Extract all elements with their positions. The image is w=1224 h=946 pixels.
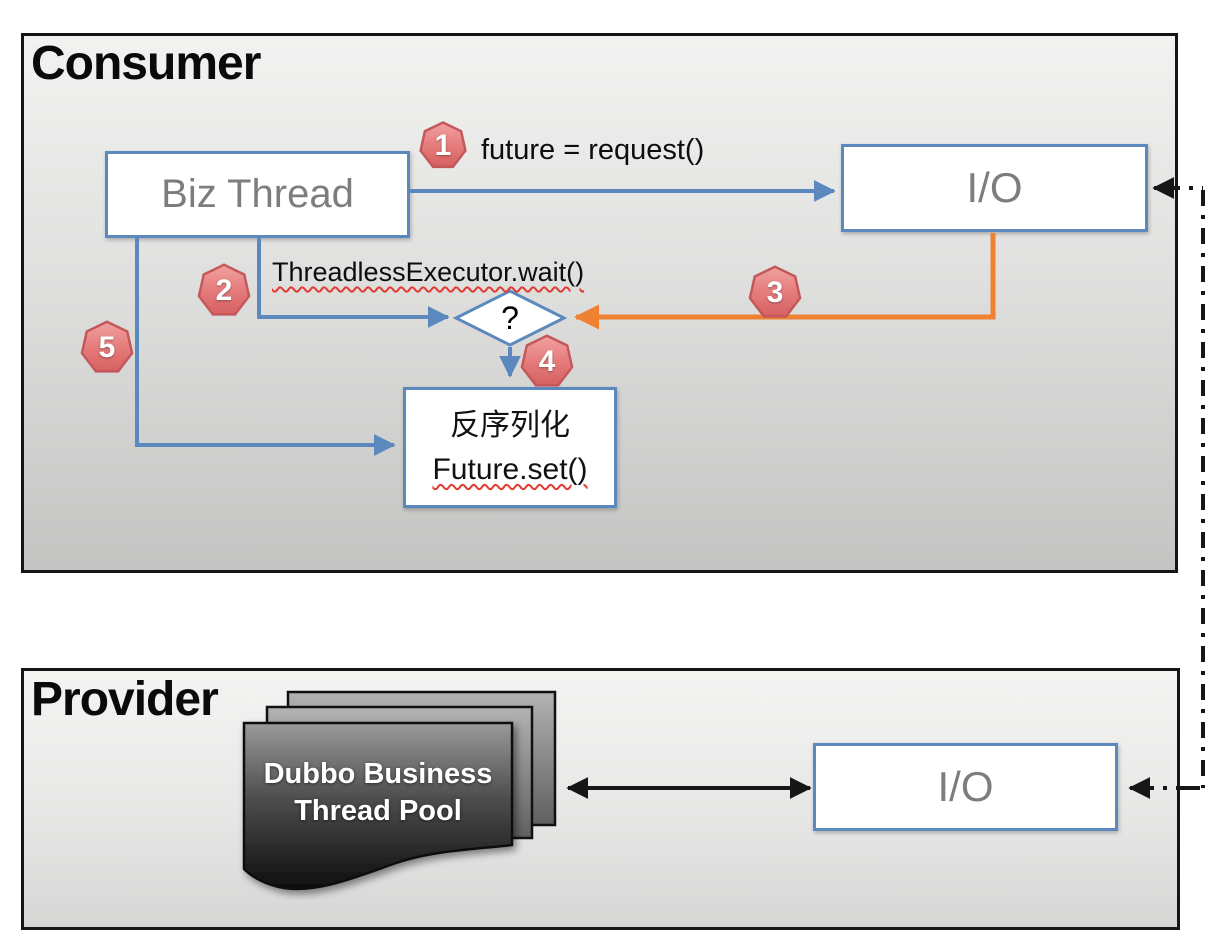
provider-title: Provider	[31, 673, 219, 726]
step-badge-3-number: 3	[766, 276, 784, 309]
consumer-io-box: I/O	[841, 144, 1148, 232]
decision-question-mark: ?	[501, 299, 519, 336]
consumer-io-label: I/O	[966, 164, 1023, 211]
thread-pool-label: Dubbo Business Thread Pool	[244, 756, 512, 830]
biz-thread-box: Biz Thread	[105, 151, 410, 238]
step-badge-1-number: 1	[434, 129, 452, 162]
step-badge-1-face: 1	[421, 123, 465, 166]
thread-pool-label-line1: Dubbo Business	[263, 758, 493, 790]
step-badge-2: 2	[197, 263, 251, 316]
biz-thread-label: Biz Thread	[161, 172, 354, 216]
provider-io-box: I/O	[813, 743, 1118, 831]
deserialize-line1: 反序列化	[450, 408, 570, 442]
step-badge-1: 1	[419, 121, 467, 169]
consumer-title: Consumer	[31, 37, 261, 90]
step-badge-5-face: 5	[83, 323, 131, 371]
step-badge-2-face: 2	[200, 266, 248, 314]
step-badge-3-face: 3	[751, 268, 799, 316]
step2-label: ThreadlessExecutor.wait()	[272, 257, 585, 287]
thread-pool-label-line2: Thread Pool	[294, 795, 462, 827]
step-badge-4-number: 4	[538, 345, 556, 378]
step-badge-3: 3	[748, 265, 802, 318]
provider-io-label: I/O	[937, 763, 994, 810]
step-badge-5-number: 5	[98, 331, 116, 364]
step-badge-4: 4	[520, 334, 574, 387]
step-badge-2-number: 2	[215, 274, 233, 307]
step1-label: future = request()	[481, 134, 705, 166]
step-badge-4-face: 4	[523, 337, 571, 385]
deserialize-line2: Future.set()	[432, 452, 588, 486]
deserialize-box: 反序列化 Future.set()	[403, 387, 617, 508]
step-badge-5: 5	[80, 320, 134, 373]
